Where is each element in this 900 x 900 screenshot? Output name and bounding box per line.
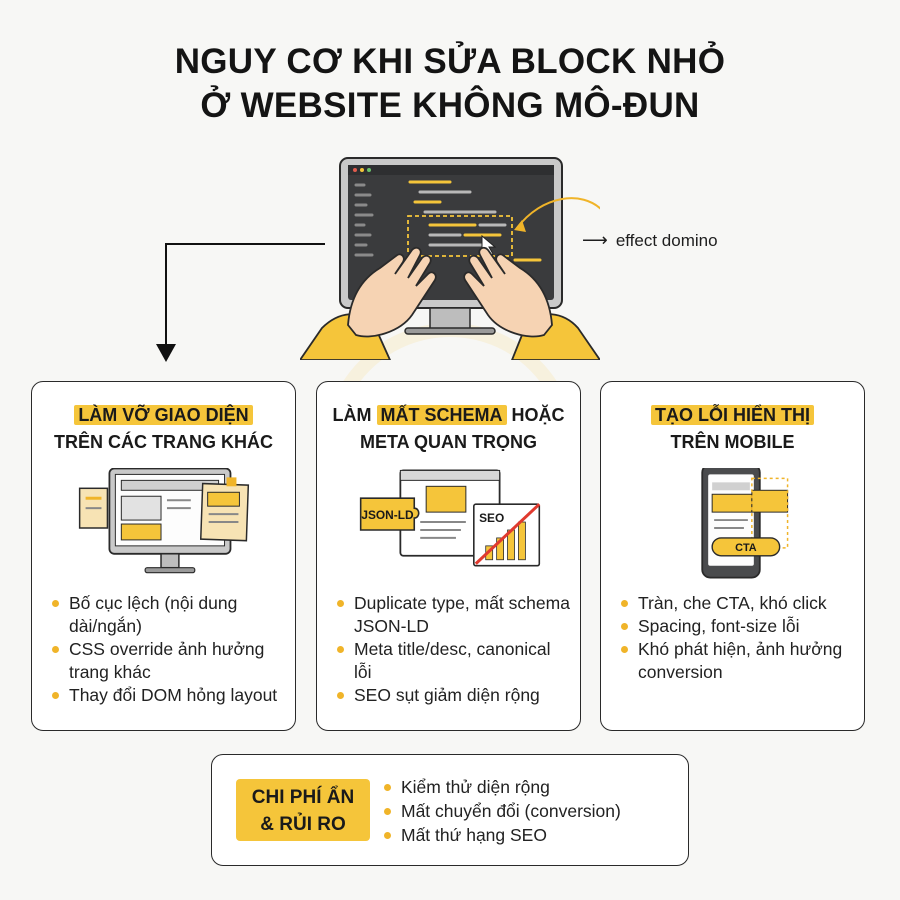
card-heading: LÀM MẤT SCHEMA HOẶC META QUAN TRỌNG bbox=[317, 402, 580, 456]
card-mobile-bug: TẠO LỖI HIỂN THỊ TRÊN MOBILE CTA Tràn, c… bbox=[600, 381, 865, 731]
bullet-item: CSS override ảnh hưởng trang khác bbox=[52, 638, 285, 684]
bullet-item: Mất chuyển đổi (conversion) bbox=[384, 799, 621, 823]
heading-rest: TRÊN MOBILE bbox=[670, 432, 795, 452]
card-schema-loss: LÀM MẤT SCHEMA HOẶC META QUAN TRỌNG JSON… bbox=[316, 381, 581, 731]
bullet-item: Duplicate type, mất schema JSON-LD bbox=[337, 592, 570, 638]
bullet-item: Khó phát hiện, ảnh hưởng conversion bbox=[621, 638, 854, 684]
bullet-item: Tràn, che CTA, khó click bbox=[621, 592, 854, 615]
seo-tag: SEO bbox=[479, 511, 504, 525]
card-bullets: Duplicate type, mất schema JSON-LD Meta … bbox=[337, 592, 570, 707]
card-bullets: Bố cục lệch (nội dung dài/ngắn) CSS over… bbox=[52, 592, 285, 707]
title-line-2: Ở WEBSITE KHÔNG MÔ-ĐUN bbox=[200, 86, 700, 125]
monitor-hands-illustration bbox=[300, 157, 600, 360]
heading-highlight: MẤT SCHEMA bbox=[376, 405, 507, 425]
summary-box: CHI PHÍ ẨN & RỦI RO Kiểm thử diện rộng M… bbox=[211, 754, 689, 866]
heading-rest: TRÊN CÁC TRANG KHÁC bbox=[54, 432, 273, 452]
bullet-item: Thay đổi DOM hỏng layout bbox=[52, 684, 285, 707]
right-arrow-icon: ⟶ bbox=[582, 230, 608, 250]
card-heading: LÀM VỠ GIAO DIỆN TRÊN CÁC TRANG KHÁC bbox=[32, 402, 295, 456]
monitor-broken-layout-icon bbox=[78, 468, 250, 574]
mobile-phone-icon: CTA bbox=[701, 468, 789, 579]
bullet-item: Mất thứ hạng SEO bbox=[384, 823, 621, 847]
domino-label: effect domino bbox=[615, 230, 718, 250]
jsonld-tag: JSON-LD bbox=[361, 508, 414, 522]
badge-line-1: CHI PHÍ ẨN bbox=[251, 787, 355, 808]
bullet-item: SEO sụt giảm diện rộng bbox=[337, 684, 570, 707]
card-heading: TẠO LỖI HIỂN THỊ TRÊN MOBILE bbox=[601, 402, 864, 456]
bullet-item: Meta title/desc, canonical lỗi bbox=[337, 638, 570, 684]
title-line-1: NGUY CƠ KHI SỬA BLOCK NHỎ bbox=[174, 42, 726, 81]
bullet-item: Bố cục lệch (nội dung dài/ngắn) bbox=[52, 592, 285, 638]
heading-post: HOẶC bbox=[506, 405, 565, 425]
card-layout-break: LÀM VỠ GIAO DIỆN TRÊN CÁC TRANG KHÁC Bố … bbox=[31, 381, 296, 731]
domino-annotation: ⟶ effect domino bbox=[582, 230, 718, 251]
bullet-item: Kiểm thử diện rộng bbox=[384, 775, 621, 799]
page-title: NGUY CƠ KHI SỬA BLOCK NHỎ Ở WEBSITE KHÔN… bbox=[0, 40, 900, 128]
heading-rest: META QUAN TRỌNG bbox=[360, 432, 537, 452]
cta-button-label: CTA bbox=[735, 542, 757, 554]
summary-badge: CHI PHÍ ẨN & RỦI RO bbox=[236, 779, 370, 841]
summary-bullets: Kiểm thử diện rộng Mất chuyển đổi (conve… bbox=[384, 775, 621, 847]
heading-pre: LÀM bbox=[332, 405, 377, 425]
schema-seo-icon: JSON-LD SEO bbox=[359, 469, 541, 567]
badge-line-2: & RỦI RO bbox=[260, 814, 346, 835]
heading-highlight: LÀM VỠ GIAO DIỆN bbox=[74, 405, 253, 425]
heading-highlight: TẠO LỖI HIỂN THỊ bbox=[651, 405, 814, 425]
card-bullets: Tràn, che CTA, khó click Spacing, font-s… bbox=[621, 592, 854, 684]
bullet-item: Spacing, font-size lỗi bbox=[621, 615, 854, 638]
